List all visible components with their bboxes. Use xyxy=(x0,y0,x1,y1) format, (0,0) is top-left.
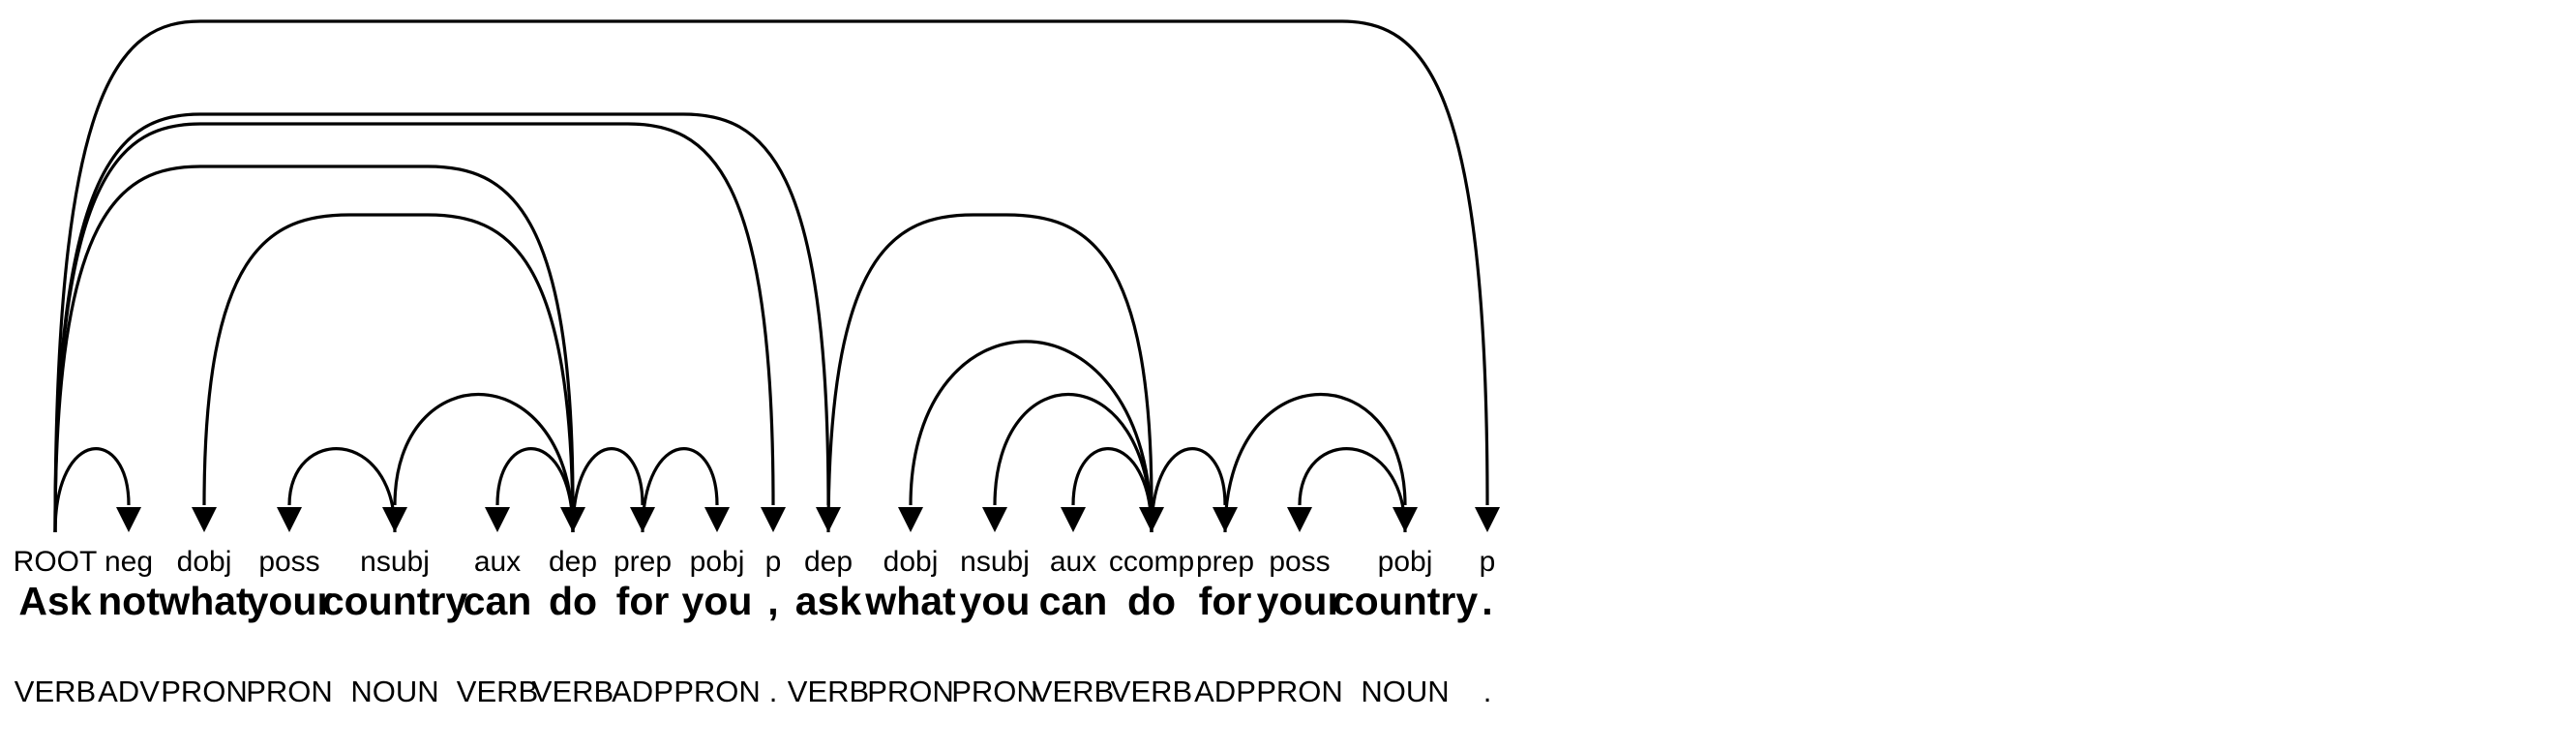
token-word-12[interactable]: you xyxy=(960,579,1031,623)
dep-arc-poss-17-16 xyxy=(1298,447,1407,533)
token-word-9[interactable]: , xyxy=(767,579,778,623)
token-tag-13: VERB xyxy=(1033,675,1114,708)
token-word-14[interactable]: do xyxy=(1127,579,1176,623)
token-word-8[interactable]: you xyxy=(682,579,753,623)
dep-label-16: poss xyxy=(1269,546,1330,578)
dep-arc-p-0-9 xyxy=(53,122,775,533)
dep-label-4: nsubj xyxy=(360,546,430,578)
dep-arc-pobj-15-17 xyxy=(1223,392,1407,533)
token-tag-7: ADP xyxy=(612,675,674,708)
dep-label-9: p xyxy=(765,546,782,578)
token-tag-1: ADV xyxy=(98,675,160,708)
dep-label-3: poss xyxy=(258,546,319,578)
token-word-15[interactable]: for xyxy=(1199,579,1252,623)
dep-label-14: ccomp xyxy=(1109,546,1194,578)
dep-label-5: aux xyxy=(474,546,521,578)
token-word-18[interactable]: . xyxy=(1482,579,1492,623)
token-word-10[interactable]: ask xyxy=(795,579,862,623)
dep-label-12: nsubj xyxy=(960,546,1030,578)
token-word-2[interactable]: what xyxy=(158,579,250,623)
dep-label-7: prep xyxy=(614,546,672,578)
token-tag-18: . xyxy=(1483,675,1492,708)
arrow-head xyxy=(277,507,302,532)
arrow-head xyxy=(704,507,730,532)
token-word-4[interactable]: country xyxy=(322,579,468,623)
token-tag-11: PRON xyxy=(867,675,954,708)
arrow-head xyxy=(192,507,217,532)
arrow-head xyxy=(485,507,510,532)
dep-label-8: pobj xyxy=(690,546,745,578)
dep-arc-aux-14-13 xyxy=(1071,447,1153,533)
dep-arc-dep-0-6 xyxy=(53,165,575,533)
token-word-7[interactable]: for xyxy=(616,579,670,623)
dep-arc-p-0-18 xyxy=(53,19,1489,533)
arrow-head xyxy=(1287,507,1312,532)
token-tag-4: NOUN xyxy=(350,675,438,708)
dep-arc-neg-0-1 xyxy=(53,447,131,533)
dep-arc-ccomp-10-14 xyxy=(826,213,1153,533)
dep-arc-nsubj-14-12 xyxy=(993,392,1153,533)
token-tag-15: ADP xyxy=(1194,675,1256,708)
dep-label-1: neg xyxy=(105,546,153,578)
dep-label-13: aux xyxy=(1050,546,1096,578)
token-word-0[interactable]: Ask xyxy=(18,579,91,623)
token-word-16[interactable]: your xyxy=(1257,579,1343,623)
dep-arc-pobj-7-8 xyxy=(641,447,719,533)
dep-label-2: dobj xyxy=(177,546,232,578)
dep-label-11: dobj xyxy=(884,546,939,578)
arrow-head xyxy=(898,507,923,532)
arrow-head xyxy=(116,507,141,532)
arcs-layer xyxy=(53,19,1500,533)
dep-label-17: pobj xyxy=(1378,546,1433,578)
token-tag-6: VERB xyxy=(532,675,614,708)
dep-arc-prep-6-7 xyxy=(571,447,644,533)
token-word-5[interactable]: can xyxy=(464,579,532,623)
token-tag-9: . xyxy=(769,675,778,708)
dep-label-6: dep xyxy=(549,546,597,578)
token-tag-12: PRON xyxy=(951,675,1038,708)
dep-arc-dobj-14-11 xyxy=(909,340,1153,533)
token-word-1[interactable]: not xyxy=(98,579,160,623)
dep-label-10: dep xyxy=(804,546,853,578)
token-tag-14: VERB xyxy=(1111,675,1192,708)
token-word-13[interactable]: can xyxy=(1039,579,1108,623)
dep-arc-dobj-6-2 xyxy=(202,213,575,533)
arrow-head xyxy=(1393,507,1418,532)
dep-arc-dep-0-10 xyxy=(53,112,830,533)
arrow-head xyxy=(982,507,1007,532)
dep-label-15: prep xyxy=(1196,546,1254,578)
arrow-head xyxy=(1475,507,1500,532)
dep-arc-prep-14-15 xyxy=(1150,447,1227,533)
token-word-6[interactable]: do xyxy=(549,579,597,623)
token-tag-16: PRON xyxy=(1256,675,1343,708)
arrow-head xyxy=(1061,507,1086,532)
token-tag-2: PRON xyxy=(161,675,248,708)
token-tag-17: NOUN xyxy=(1361,675,1449,708)
dep-arc-nsubj-6-4 xyxy=(393,392,575,533)
dep-arc-aux-6-5 xyxy=(495,447,575,533)
dep-label-0: ROOT xyxy=(14,546,98,578)
token-tag-5: VERB xyxy=(457,675,538,708)
dep-label-18: p xyxy=(1480,546,1496,578)
token-tag-3: PRON xyxy=(246,675,333,708)
arrow-head xyxy=(761,507,786,532)
dep-arc-poss-4-3 xyxy=(287,447,397,533)
token-tag-10: VERB xyxy=(788,675,869,708)
token-word-17[interactable]: country xyxy=(1333,579,1479,623)
token-word-11[interactable]: what xyxy=(864,579,956,623)
arrow-head xyxy=(382,507,407,532)
token-tag-8: PRON xyxy=(674,675,761,708)
token-word-3[interactable]: your xyxy=(247,579,333,623)
token-tag-0: VERB xyxy=(15,675,96,708)
